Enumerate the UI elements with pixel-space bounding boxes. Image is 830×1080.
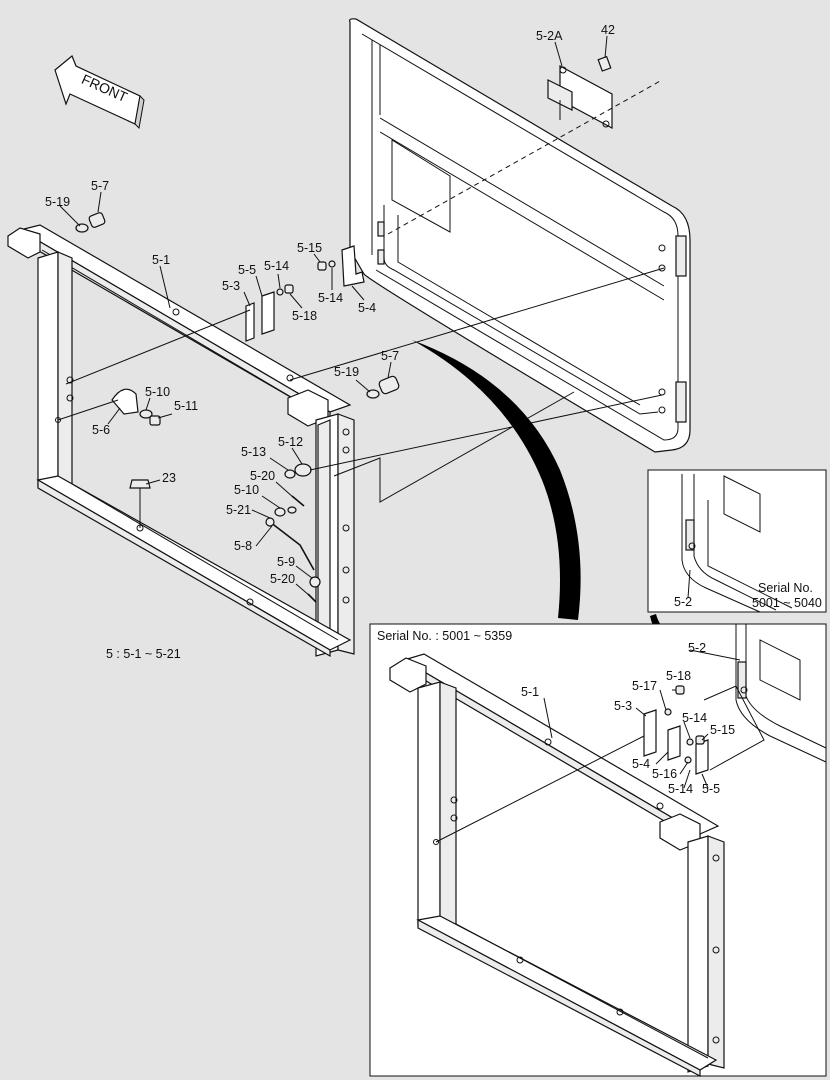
- inset-label-5-2: 5-2: [688, 641, 706, 655]
- inset-small-title: Serial No.: [758, 581, 813, 595]
- label-5-3: 5-3: [222, 279, 240, 293]
- label-23: 23: [162, 471, 176, 485]
- label-5-4: 5-4: [358, 301, 376, 315]
- label-5-1: 5-1: [152, 253, 170, 267]
- label-5-14: 5-14: [318, 291, 343, 305]
- label-5-8: 5-8: [234, 539, 252, 553]
- inset-label-5-17: 5-17: [632, 679, 657, 693]
- inset-small-part: 5-2: [674, 595, 692, 609]
- inset-label-5-5: 5-5: [702, 782, 720, 796]
- inset-large: [369, 623, 827, 1077]
- inset-label-5-3: 5-3: [614, 699, 632, 713]
- label-5-10: 5-10: [234, 483, 259, 497]
- label-5-6: 5-6: [92, 423, 110, 437]
- label-5-9: 5-9: [277, 555, 295, 569]
- label-5-20: 5-20: [250, 469, 275, 483]
- label-5-19: 5-19: [45, 195, 70, 209]
- door-panel: [349, 18, 691, 453]
- label-42: 42: [601, 23, 615, 37]
- label-5-7: 5-7: [381, 349, 399, 363]
- inset-label-5-4: 5-4: [632, 757, 650, 771]
- label-5-18: 5-18: [292, 309, 317, 323]
- inset-label-5-16: 5-16: [652, 767, 677, 781]
- main-frame: [7, 224, 355, 658]
- label-5-11: 5-11: [174, 399, 198, 413]
- inset-large-title: Serial No. : 5001 ~ 5359: [377, 629, 512, 643]
- door-latch: [547, 55, 613, 130]
- label-5-21: 5-21: [226, 503, 251, 517]
- inset-small-range: 5001 ~ 5040: [752, 596, 822, 610]
- assembly-lines: [57, 79, 665, 528]
- front-arrow: FRONT: [54, 55, 145, 130]
- leader-lines: [59, 35, 741, 789]
- hardware-parts: [75, 212, 400, 603]
- label-5-10: 5-10: [145, 385, 170, 399]
- label-5-19: 5-19: [334, 365, 359, 379]
- label-5-12: 5-12: [278, 435, 303, 449]
- inset-label-5-18: 5-18: [666, 669, 691, 683]
- label-5-5: 5-5: [238, 263, 256, 277]
- inset-small: [647, 469, 827, 613]
- label-5-2a: 5-2A: [536, 29, 563, 43]
- inset-label-5-15: 5-15: [710, 723, 735, 737]
- label-5-7: 5-7: [91, 179, 109, 193]
- inset-label-5-14: 5-14: [668, 782, 693, 796]
- label-5-13: 5-13: [241, 445, 266, 459]
- inset-label-5-14: 5-14: [682, 711, 707, 725]
- label-5-15: 5-15: [297, 241, 322, 255]
- inset-label-5-1: 5-1: [521, 685, 539, 699]
- part-labels: 5-2A 42 5-7 5-19 5-1 5-5 5-14 5-3 5-18 5…: [45, 23, 822, 796]
- label-5-14: 5-14: [264, 259, 289, 273]
- label-5-20: 5-20: [270, 572, 295, 586]
- scope-note: 5 : 5-1 ~ 5-21: [106, 647, 181, 661]
